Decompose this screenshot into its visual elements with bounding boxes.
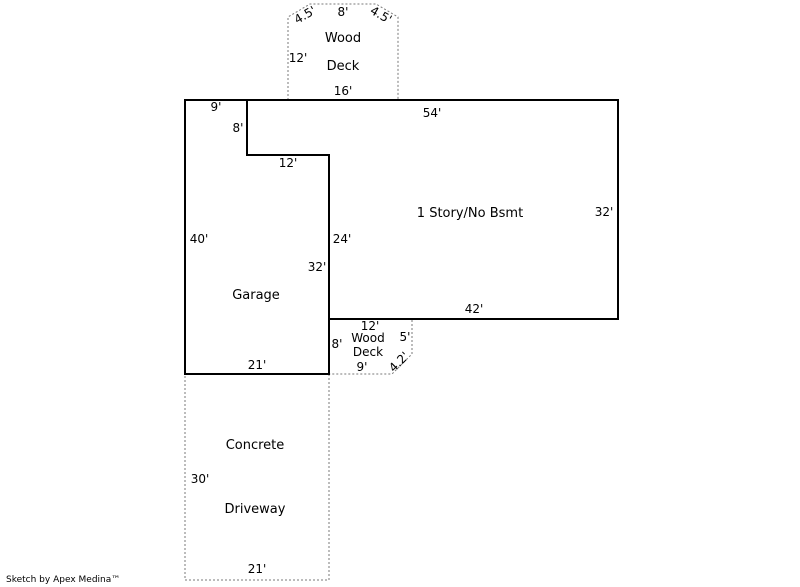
dim-house-inner-left: 24' <box>333 232 352 246</box>
deck-top-label-line2: Deck <box>327 59 360 74</box>
sketch-credit: Sketch by Apex Medina™ <box>6 575 121 585</box>
wood-deck-bottom-outline <box>329 318 413 375</box>
dim-house-right: 32' <box>595 205 614 219</box>
dim-garage-right: 32' <box>308 260 327 274</box>
deck-top-label-line1: Wood <box>325 31 361 46</box>
dim-notch-top: 9' <box>211 100 222 114</box>
driveway-label-line2: Driveway <box>225 502 286 517</box>
dim-notch-side: 8' <box>233 121 244 135</box>
deck-bottom-label-line1: Wood <box>351 331 384 345</box>
dim-deck-bottom-side-right: 5' <box>400 330 411 344</box>
dim-notch-bottom: 12' <box>279 156 298 170</box>
garage-area-label: Garage <box>232 288 280 303</box>
dim-house-bottom: 42' <box>465 302 484 316</box>
dim-deck-bottom-diag: 4.2' <box>386 349 412 375</box>
dim-deck-top-side: 12' <box>289 51 308 65</box>
driveway-label-line1: Concrete <box>226 438 285 453</box>
dim-deck-top-diag-right: 4.5' <box>368 3 394 26</box>
dim-deck-top-diag-left: 4.5' <box>292 3 318 26</box>
dim-deck-bottom-side-left: 8' <box>332 337 343 351</box>
dim-house-top: 54' <box>423 106 442 120</box>
dim-deck-bottom-top: 12' <box>361 319 380 333</box>
deck-bottom-label-line2: Deck <box>353 345 383 359</box>
dim-driveway-bottom: 21' <box>248 562 267 576</box>
house-outline <box>247 99 619 320</box>
dim-deck-top-base: 16' <box>334 84 353 98</box>
dim-driveway-side: 30' <box>191 472 210 486</box>
dim-deck-bottom-base: 9' <box>357 360 368 374</box>
house-area-label: 1 Story/No Bsmt <box>417 206 523 221</box>
dim-garage-bottom: 21' <box>248 358 267 372</box>
dim-deck-top-top: 8' <box>338 5 349 19</box>
dim-garage-left: 40' <box>190 232 209 246</box>
